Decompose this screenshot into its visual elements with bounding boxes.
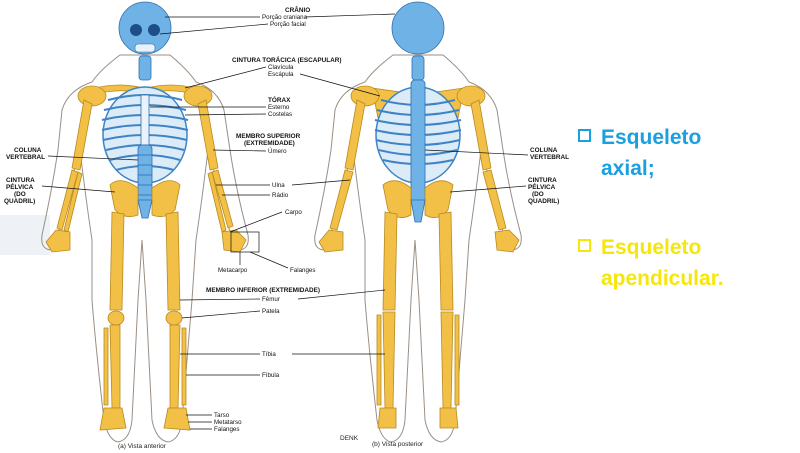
humerus (71, 99, 93, 171)
bullet-apendicular-text: Esqueleto apendicular. (601, 236, 724, 290)
label-esterno: Esterno (268, 104, 290, 111)
skull-posterior (391, 1, 445, 55)
bullet-axial-text: Esqueleto axial; (601, 126, 702, 180)
label-membro-superior: MEMBRO SUPERIOR (236, 133, 301, 140)
label-fibula: Fíbula (262, 372, 280, 379)
label-metatarso: Metatarso (214, 419, 242, 426)
label-cintura-l1: CINTURA (6, 177, 35, 184)
label-coluna-l1-right: COLUNA (530, 147, 558, 154)
label-cintura-l4: QUADRIL) (4, 198, 35, 205)
label-cintura-l3-right: (DO (532, 191, 544, 198)
patella (107, 310, 125, 326)
label-radio: Rádio (272, 192, 289, 199)
label-metacarpo: Metacarpo (218, 267, 248, 274)
labels: CRÂNIO Porção craniana Porção facial CIN… (4, 5, 569, 450)
label-coluna-l2: VERTEBRAL (6, 154, 45, 161)
label-torax: TÓRAX (268, 95, 291, 104)
spine-posterior (410, 79, 426, 206)
label-cintura-toracica: CINTURA TORÁCICA (ESCAPULAR) (232, 55, 341, 64)
anterior-skeleton (41, 1, 249, 443)
femur (109, 211, 125, 311)
label-coluna-l2-right: VERTEBRAL (530, 154, 569, 161)
signature: DENK (340, 435, 359, 442)
bullet-axial: Esqueleto axial; (578, 122, 701, 184)
hand-anterior (45, 229, 71, 253)
label-falanges-pe: Falanges (214, 426, 239, 433)
tibia (109, 324, 121, 409)
label-membro-inferior: MEMBRO INFERIOR (EXTREMIDADE) (206, 287, 320, 294)
label-tarso: Tarso (214, 412, 230, 419)
label-coluna-l1: COLUNA (14, 147, 42, 154)
label-umero: Úmero (268, 148, 287, 155)
caption-vista-anterior: (a) Vista anterior (118, 443, 167, 450)
label-femur: Fêmur (262, 296, 280, 303)
checkbox-square-icon (578, 129, 591, 142)
caption-vista-posterior: (b) Vista posterior (372, 441, 424, 448)
label-tibia: Tíbia (262, 351, 276, 358)
label-porcao-facial: Porção facial (270, 21, 306, 28)
label-cintura-l1-right: CINTURA (528, 177, 557, 184)
label-cintura-l2-right: PÉLVICA (528, 182, 556, 191)
label-cintura-l3: (DO (14, 191, 26, 198)
posterior-skeleton (314, 1, 522, 443)
foot-anterior (99, 407, 127, 431)
bullet-apendicular: Esqueleto apendicular. (578, 232, 724, 294)
label-cranio: CRÂNIO (285, 5, 310, 14)
label-porcao-craniana: Porção craniana (262, 14, 308, 21)
label-escapula: Escápula (268, 71, 294, 78)
label-ulna: Ulna (272, 182, 285, 189)
label-costelas: Costelas (268, 111, 292, 118)
label-patela: Patela (262, 308, 280, 315)
label-cintura-l4-right: QUADRIL) (528, 198, 559, 205)
skull-anterior (118, 1, 172, 55)
label-cintura-l2: PÉLVICA (6, 182, 34, 191)
label-clavicula: Clavícula (268, 64, 294, 71)
checkbox-square-icon (578, 239, 591, 252)
sternum (140, 94, 150, 146)
label-carpo: Carpo (285, 209, 302, 216)
label-extremidade-superior: (EXTREMIDADE) (244, 140, 295, 147)
label-falanges-mao: Falanges (290, 267, 315, 274)
